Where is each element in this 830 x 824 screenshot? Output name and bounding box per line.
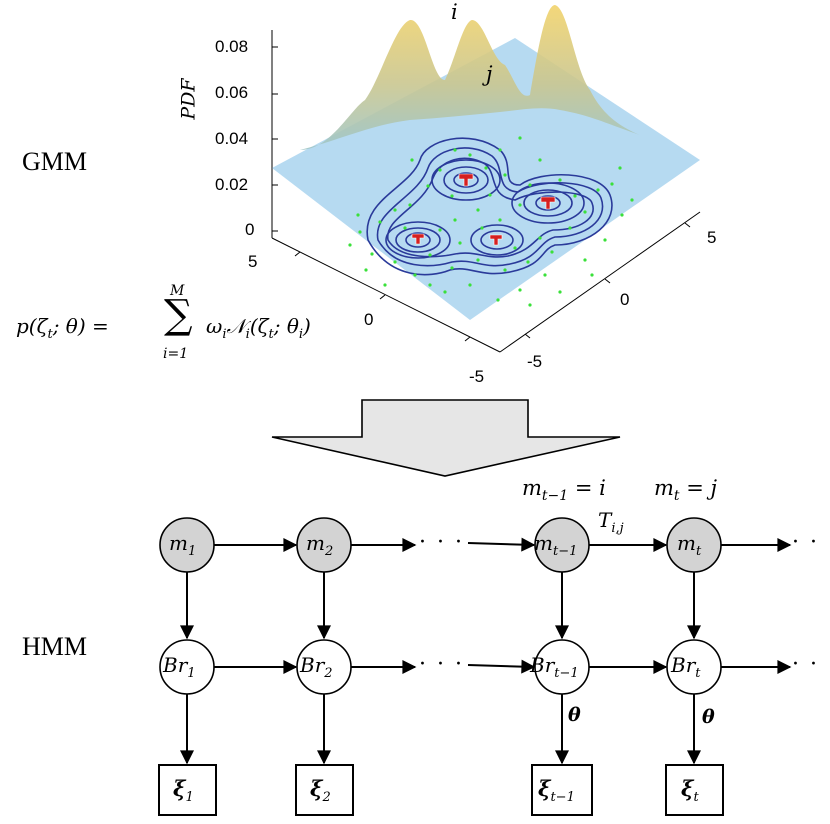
z-tick-0.06: 0.06	[215, 83, 249, 102]
emission-label-t: θ	[702, 706, 715, 728]
gmm-formula: p(ζt; θ) =	[16, 314, 109, 342]
peak-label-i: i	[451, 0, 458, 24]
formula-lhs: p(ζ	[16, 314, 48, 338]
z-axis-label: PDF	[177, 78, 200, 120]
z-tick-0.04: 0.04	[215, 129, 249, 148]
formula-lhs-sub: t	[47, 327, 53, 342]
gmm-3d-plot	[271, 5, 701, 353]
observation-box-1	[158, 764, 217, 816]
peak-label-j: j	[486, 62, 493, 86]
formula-normal-sub: i	[245, 327, 250, 342]
branch-node-label-t-1: Brt−1	[530, 653, 579, 681]
transition-label: Ti,j	[598, 508, 624, 536]
emission-label-t-1: θ	[568, 704, 581, 726]
branch-node-label-t: Brt	[671, 653, 701, 681]
branch-transitions	[214, 659, 792, 674]
scatter-points	[348, 136, 634, 307]
right-axis-tick-0: 0	[620, 290, 630, 309]
z-tick-0.08: 0.08	[215, 37, 249, 56]
formula-sum-symbol: ∑	[164, 292, 193, 338]
left-axis-tick-5: 5	[248, 252, 258, 271]
ellipsis-branch-mid: · · ·	[419, 652, 464, 677]
observation-label-t: ξt	[681, 776, 699, 806]
formula-theta: ; θ	[273, 314, 299, 338]
z-tick-0: 0	[245, 220, 255, 239]
hidden-node-label-2: m2	[306, 531, 334, 559]
observation-label-1: ξ1	[173, 776, 194, 806]
observation-box-2	[295, 764, 354, 816]
formula-theta-sub: i	[298, 327, 304, 342]
hidden-transitions	[214, 537, 792, 552]
ellipsis-hidden-end: · · ·	[792, 530, 830, 555]
formula-omega-sub: i	[222, 327, 227, 342]
pdf-surface	[300, 5, 640, 150]
ellipsis-branch-end: · · ·	[792, 652, 830, 677]
base-axis-left	[271, 237, 501, 353]
observation-box-t-1	[531, 764, 593, 816]
branch-node-label-2: Br2	[300, 653, 333, 681]
formula-zeta-sub: t	[268, 327, 274, 342]
gmm-formula-rhs: ωi𝒩i(ζt; θi)	[206, 314, 311, 342]
observation-label-t-1: ξt−1	[538, 776, 575, 806]
hidden-node-label-t: mt	[677, 531, 702, 559]
right-axis-tick-5: 5	[707, 228, 717, 247]
observation-box-t	[665, 764, 724, 816]
state-annotation-t: mt = j	[654, 476, 718, 505]
z-tick-0.02: 0.02	[215, 175, 249, 194]
hidden-node-label-1: m1	[169, 531, 197, 559]
base-axis-ticks	[294, 222, 691, 342]
branch-node-label-1: Br1	[163, 653, 196, 681]
hmm-graph	[158, 517, 792, 816]
z-axis-ticks	[272, 46, 278, 232]
formula-normal: 𝒩	[226, 314, 246, 338]
formula-omega: ω	[206, 314, 223, 338]
vertical-edges	[180, 572, 701, 765]
gmm-section-label: GMM	[22, 147, 88, 176]
formula-close: )	[303, 314, 311, 338]
formula-zeta: (ζ	[249, 314, 269, 338]
base-axis-right	[499, 211, 701, 353]
left-axis-tick-neg5: -5	[469, 367, 485, 386]
formula-lhs-rest: ; θ) =	[52, 314, 109, 338]
formula-sum-upper: M	[170, 283, 185, 299]
transform-arrow	[271, 399, 621, 477]
gmm-component-centers	[411, 173, 556, 246]
hidden-node-label-t-1: mt−1	[534, 531, 578, 559]
state-annotation-t-1: mt−1 = i	[522, 476, 606, 505]
left-axis-tick-0: 0	[364, 310, 374, 329]
formula-sum-lower: i=1	[163, 346, 189, 362]
observation-label-2: ξ2	[310, 776, 331, 806]
hmm-section-label: HMM	[22, 632, 88, 661]
right-axis-tick-neg5: -5	[527, 352, 543, 371]
ellipsis-hidden-mid: · · ·	[419, 530, 464, 555]
